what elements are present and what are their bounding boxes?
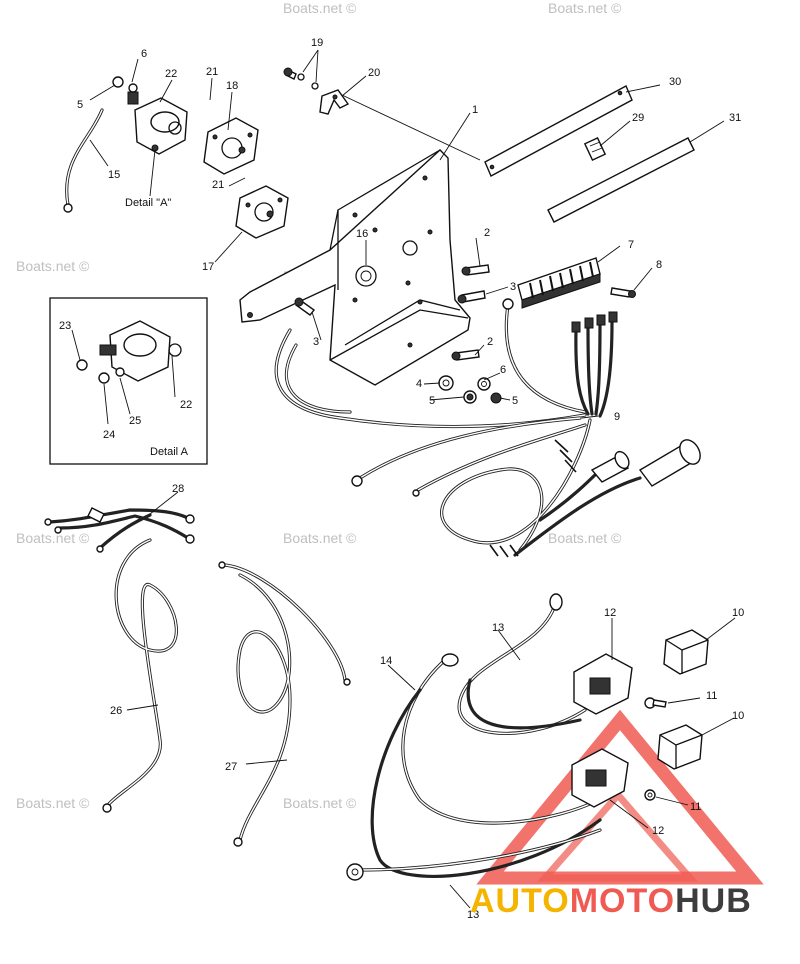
callout: 21 [212, 179, 224, 191]
terminal-clip [583, 136, 607, 162]
callout: 27 [225, 761, 237, 773]
callout: 19 [311, 37, 323, 49]
callout: 15 [108, 169, 120, 181]
callout: 16 [356, 228, 368, 240]
callout: 18 [226, 80, 238, 92]
ground-wire [63, 108, 104, 213]
solenoid [112, 76, 188, 155]
terminal-block [517, 257, 601, 309]
screw-icon [283, 67, 636, 361]
callout: 2 [487, 336, 493, 348]
callout: 2 [484, 227, 490, 239]
callout: 13 [492, 622, 504, 634]
callout: 17 [202, 261, 214, 273]
callout: 4 [416, 378, 422, 390]
watermark: Boats.net © [283, 0, 357, 16]
callout: 3 [313, 336, 319, 348]
cable-clamp [319, 89, 350, 115]
detail-a-box-label: Detail A [150, 446, 189, 458]
callout: 1 [472, 104, 478, 116]
callout: 31 [729, 112, 741, 124]
logo-part: MOTO [569, 882, 676, 920]
watermark: Boats.net © [283, 795, 357, 811]
watermark: Boats.net © [16, 258, 90, 274]
callout: 26 [110, 705, 122, 717]
leader-lines [71, 49, 736, 909]
circuit-breaker [235, 185, 289, 239]
watermark: Boats.net © [16, 530, 90, 546]
detail-a-box [49, 297, 208, 465]
mounting-plate [239, 149, 471, 386]
wire-coil [102, 538, 178, 813]
callout: 5 [512, 395, 518, 407]
callout: 29 [632, 112, 644, 124]
nut-washer-icon [438, 375, 502, 404]
callout: 22 [165, 68, 177, 80]
callout: 8 [656, 259, 662, 271]
callout: 11 [706, 690, 717, 702]
relay [657, 629, 709, 770]
callout-labels: 6 22 5 21 18 19 20 1 30 29 31 15 21 Deta… [59, 37, 744, 921]
callout: 28 [172, 483, 184, 495]
callout: 21 [206, 66, 218, 78]
callout: 22 [180, 399, 192, 411]
callout: 11 [690, 801, 701, 813]
callout: 20 [368, 67, 380, 79]
relay-socket [571, 653, 633, 808]
detail-a-title: Detail "A" [125, 197, 171, 209]
callout: 9 [614, 411, 620, 423]
callout: 10 [732, 607, 744, 619]
callout: 6 [500, 364, 506, 376]
callout: 24 [103, 429, 115, 441]
logo: AUTOMOTOHUB [470, 882, 752, 921]
callout: 6 [141, 48, 147, 60]
callout: 10 [732, 710, 744, 722]
callout: 7 [628, 239, 634, 251]
watermark: Boats.net © [548, 0, 622, 16]
screw-icon [644, 697, 667, 801]
wire-coil [218, 561, 351, 847]
watermark: Boats.net © [16, 795, 90, 811]
logo-part: HUB [675, 882, 752, 920]
circuit-breaker [203, 117, 259, 175]
harness-plug [590, 439, 701, 487]
callout: 30 [669, 76, 681, 88]
insulator-panel [547, 137, 695, 223]
bracket-strip [484, 85, 633, 177]
callout: 12 [652, 825, 664, 837]
callout: 25 [129, 415, 141, 427]
logo-part: AUTO [470, 882, 570, 920]
wire-harness-small [44, 507, 195, 553]
relay-harness [346, 593, 602, 881]
callout: 5 [429, 395, 435, 407]
logo-triangle-icon [476, 709, 764, 885]
callout: 14 [380, 655, 392, 667]
callout: 13 [467, 909, 479, 921]
watermark: Boats.net © [283, 530, 357, 546]
callout: 23 [59, 320, 71, 332]
callout: 5 [77, 99, 83, 111]
callout: 12 [604, 607, 616, 619]
watermark: Boats.net © [548, 530, 622, 546]
wiring-harness [274, 298, 642, 558]
callout: 3 [510, 281, 516, 293]
